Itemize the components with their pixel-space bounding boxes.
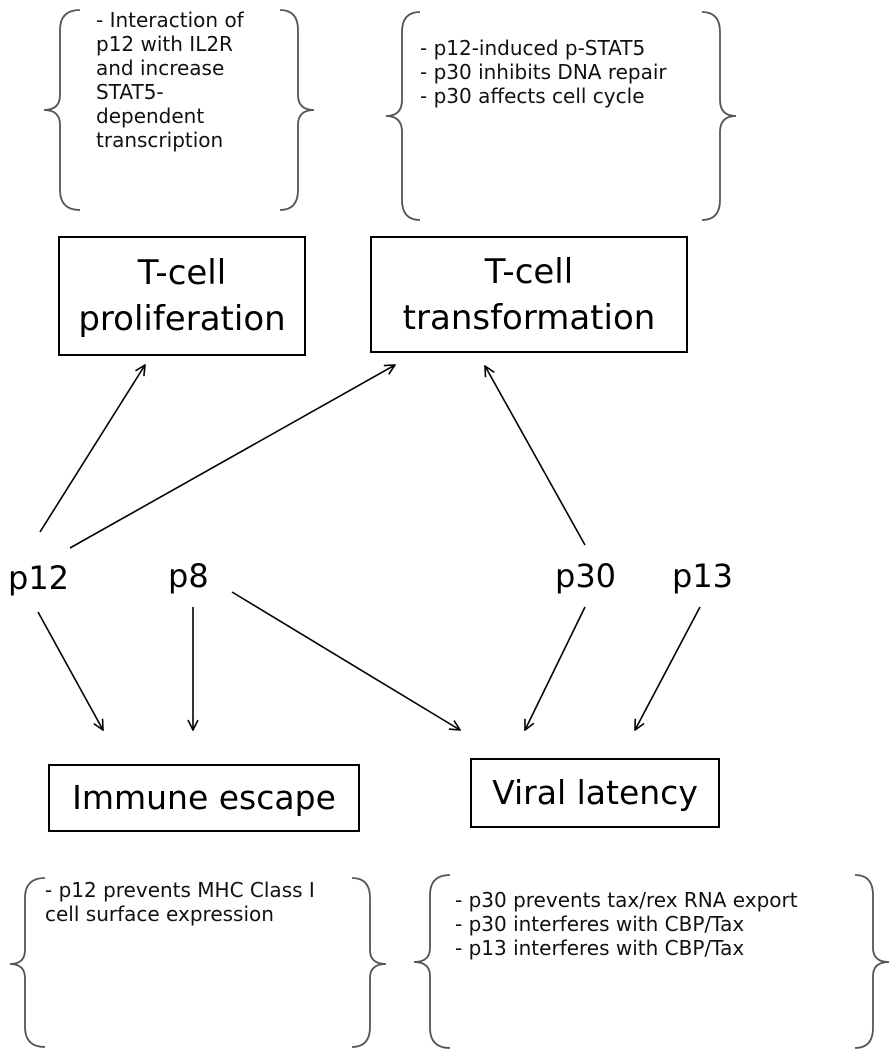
note-line: and increase <box>96 56 225 80</box>
brace-latency-left <box>413 874 451 1049</box>
arrow-p12-to-transformation <box>69 365 395 549</box>
box-viral-latency: Viral latency <box>470 758 720 828</box>
label-p8: p8 <box>168 557 209 595</box>
note-line: dependent <box>96 104 205 128</box>
label-p30: p30 <box>555 557 617 595</box>
note-line: - p30 prevents tax/rex RNA export <box>455 888 798 912</box>
note-line: cell surface expression <box>45 902 274 926</box>
arrow-p13-to-viral-latency <box>635 606 701 730</box>
note-immune-escape: - p12 prevents MHC Class I cell surface … <box>45 878 315 926</box>
brace-transformation-right <box>701 11 737 221</box>
label-p12: p12 <box>8 559 70 597</box>
arrow-p8-to-viral-latency <box>231 591 460 730</box>
note-viral-latency: - p30 prevents tax/rex RNA export - p30 … <box>455 888 798 960</box>
brace-transformation-left <box>385 11 421 221</box>
box-immune-escape: Immune escape <box>48 764 360 832</box>
note-line: - p30 inhibits DNA repair <box>420 60 667 84</box>
note-line: - Interaction of <box>96 8 244 32</box>
note-line: p12 with IL2R <box>96 32 233 56</box>
note-line: - p12 prevents MHC Class I <box>45 878 315 902</box>
brace-latency-right <box>854 874 890 1049</box>
arrow-p12-to-immune-escape <box>37 611 103 730</box>
box-label: proliferation <box>78 299 286 339</box>
box-label: T-cell <box>484 251 574 292</box>
box-t-cell-proliferation: T-cell proliferation <box>58 236 306 356</box>
box-label: Viral latency <box>492 773 698 812</box>
note-transformation: - p12-induced p-STAT5 - p30 inhibits DNA… <box>420 36 667 108</box>
note-line: transcription <box>96 128 224 152</box>
arrow-p30-to-transformation <box>485 366 586 546</box>
box-label: T-cell <box>137 253 227 293</box>
box-label: Immune escape <box>72 778 336 817</box>
arrow-p30-to-viral-latency <box>525 606 586 730</box>
arrow-p12-to-proliferation <box>39 365 145 533</box>
brace-proliferation-right <box>279 9 315 211</box>
label-p13: p13 <box>672 557 734 595</box>
brace-immune-left <box>9 877 46 1048</box>
brace-immune-right <box>351 877 387 1048</box>
note-line: STAT5- <box>96 80 164 104</box>
note-line: - p12-induced p-STAT5 <box>420 36 646 60</box>
box-label: transformation <box>402 297 656 338</box>
brace-proliferation-left <box>43 9 81 211</box>
note-line: - p30 affects cell cycle <box>420 84 645 108</box>
note-proliferation: - Interaction of p12 with IL2R and incre… <box>96 8 244 152</box>
note-line: - p13 interferes with CBP/Tax <box>455 936 745 960</box>
box-t-cell-transformation: T-cell transformation <box>370 236 688 353</box>
note-line: - p30 interferes with CBP/Tax <box>455 912 745 936</box>
